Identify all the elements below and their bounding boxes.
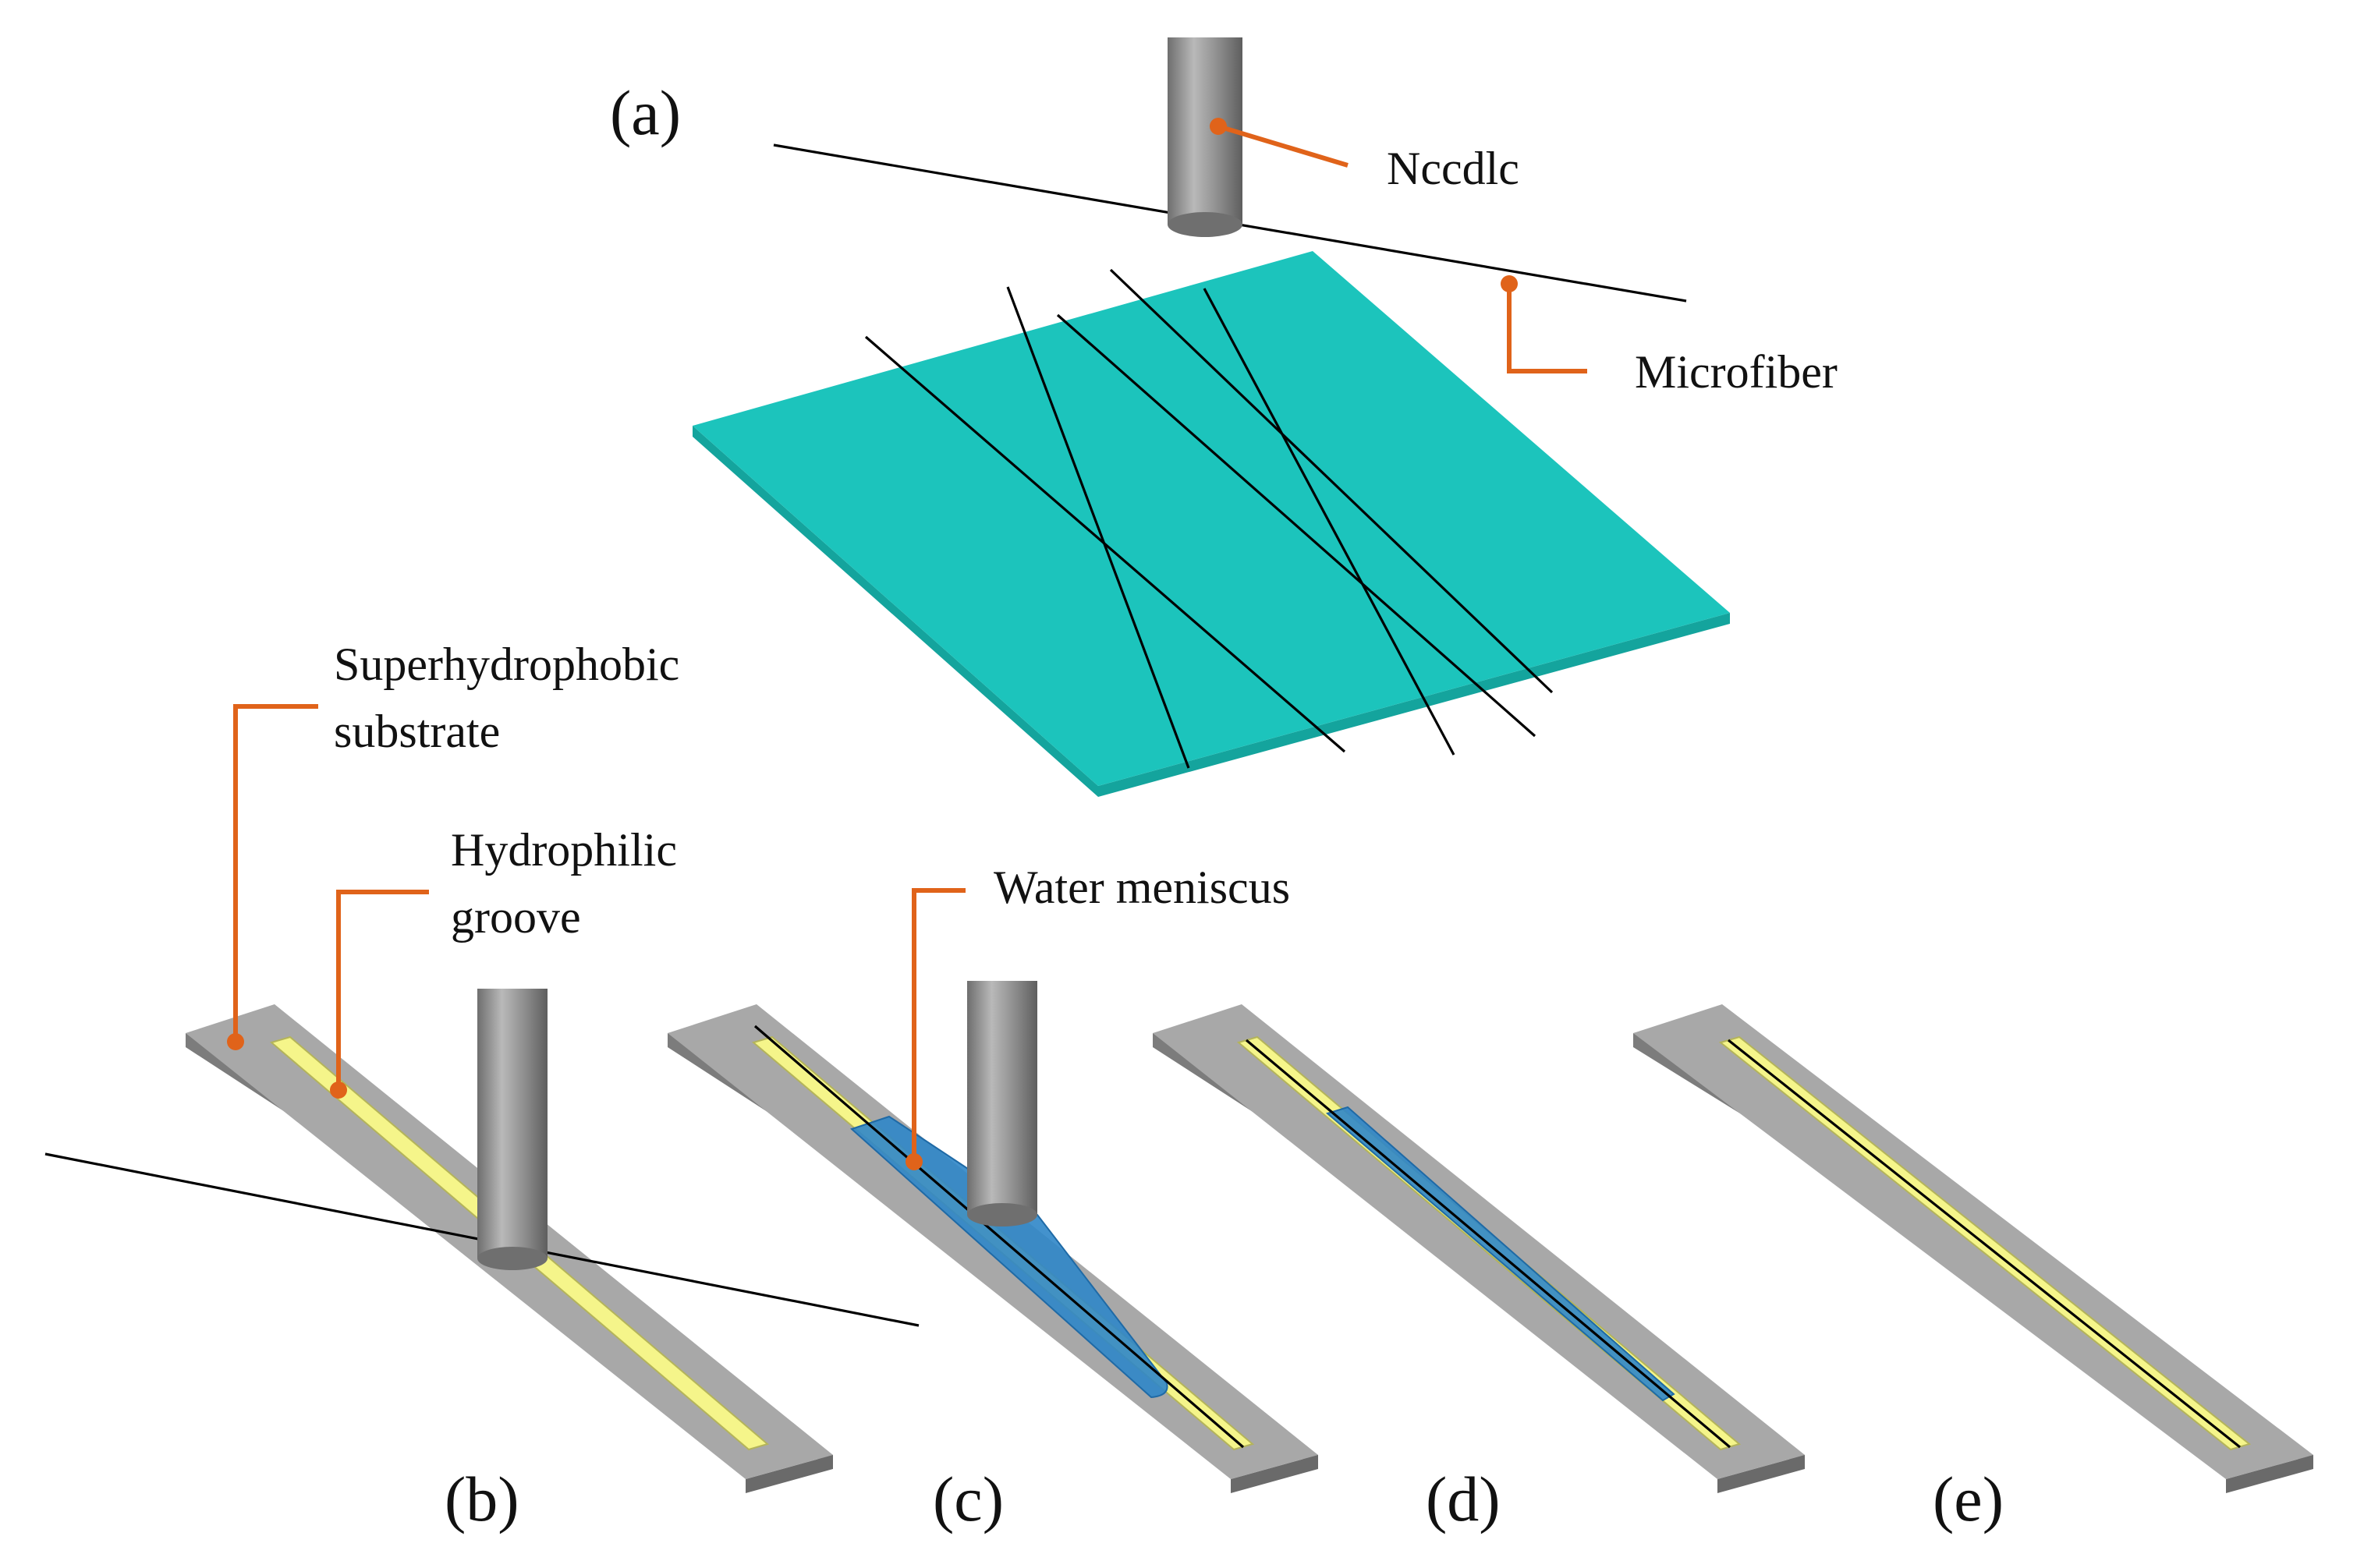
panel-b: Superhydrophobic substrate Hydrophilic g… xyxy=(44,639,920,1534)
microfiber-d xyxy=(1245,1039,1731,1449)
panel-c: Water meniscus (c) xyxy=(668,862,1318,1534)
water-meniscus-c xyxy=(850,1115,1168,1399)
panel-d-label: (d) xyxy=(1426,1464,1501,1534)
microfiber-strand xyxy=(1203,288,1455,756)
microfiber-strand xyxy=(1109,268,1554,694)
microfiber-label: Microfiber xyxy=(1635,346,1838,398)
panel-a-label: (a) xyxy=(610,77,681,148)
groove-label-line2: groove xyxy=(451,891,581,943)
groove-leader-dot xyxy=(330,1081,347,1099)
meniscus-label: Water meniscus xyxy=(994,862,1290,913)
needle-leader-dot xyxy=(1210,118,1227,135)
meniscus-leader-line xyxy=(912,888,966,1162)
panel-c-label: (c) xyxy=(933,1464,1004,1534)
cyan-plate-edge xyxy=(693,426,1730,797)
substrate-label-line1: Superhydrophobic xyxy=(334,639,679,690)
panel-e-label: (e) xyxy=(1933,1464,2004,1534)
microfiber-leader-line xyxy=(1507,284,1587,373)
microfiber-e xyxy=(1728,1039,2241,1449)
groove-leader-line xyxy=(336,890,429,1090)
substrate-leader-line xyxy=(233,704,318,1042)
microfiber-strand xyxy=(1056,313,1536,738)
substrate-label-line2: substrate xyxy=(334,706,500,757)
cyan-plate xyxy=(693,251,1730,786)
microfiber-c xyxy=(753,1025,1245,1449)
needle xyxy=(1168,37,1242,237)
needle-b xyxy=(477,989,548,1270)
panel-d: (d) xyxy=(1153,1004,1805,1534)
meniscus-leader-dot xyxy=(906,1153,923,1170)
microfiber-leader-dot xyxy=(1501,275,1518,292)
needle-leader-line xyxy=(1217,124,1349,168)
needle-c xyxy=(967,981,1037,1226)
groove-label-line1: Hydrophilic xyxy=(451,824,677,876)
needle-label: Nccdlc xyxy=(1387,143,1519,194)
microfiber-strand xyxy=(1006,286,1190,769)
panel-e: (e) xyxy=(1633,1004,2313,1534)
substrate-leader-dot xyxy=(227,1033,244,1050)
panel-a: Nccdlc Microfiber (a) xyxy=(610,37,1838,797)
panel-b-label: (b) xyxy=(445,1464,519,1534)
